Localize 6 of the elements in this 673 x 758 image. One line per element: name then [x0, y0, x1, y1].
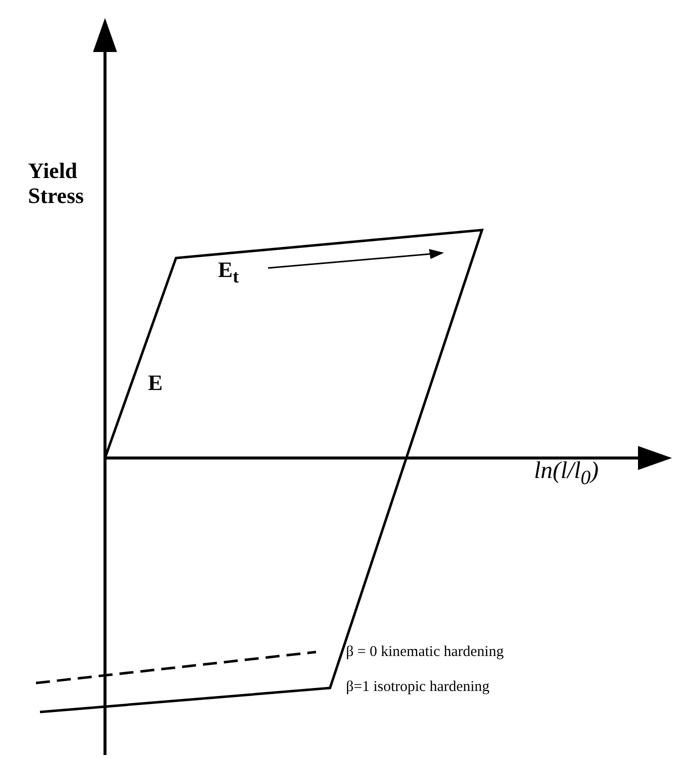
curve-label: β = 0 kinematic hardening — [346, 644, 504, 662]
slope-label: E$_{t}$ — [218, 257, 239, 288]
slope-label: E — [148, 370, 163, 396]
axis-label: ln(l/l$_{0}$) — [534, 458, 599, 490]
curve-label: β=1 isotropic hardening — [346, 679, 490, 696]
axis-label: Yield Stress — [28, 158, 85, 209]
